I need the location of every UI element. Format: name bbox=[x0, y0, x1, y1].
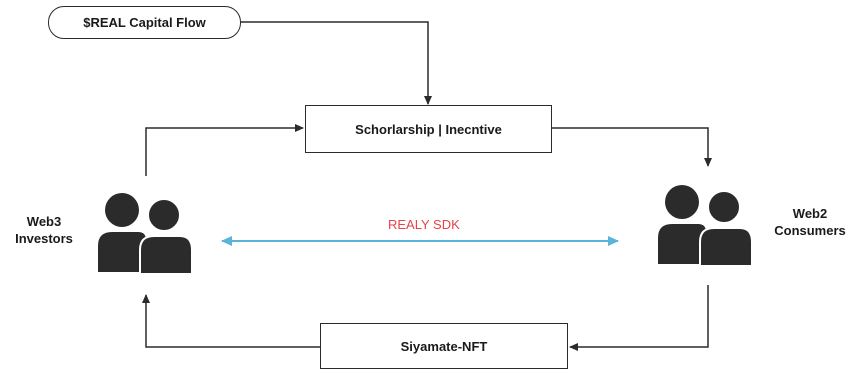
user-head-back bbox=[665, 185, 699, 219]
sdk-label: REALY SDK bbox=[388, 217, 460, 232]
users-icon bbox=[658, 185, 753, 267]
arrow-investors-to-incentive bbox=[145, 124, 304, 176]
investors-label: Web3 Investors bbox=[14, 213, 74, 247]
incentive-node: Schorlarship | Inecntive bbox=[305, 105, 552, 153]
user-body-back bbox=[658, 224, 706, 264]
incentive-label: Schorlarship | Inecntive bbox=[355, 121, 502, 137]
investors-label-line1: Web3 bbox=[26, 214, 62, 229]
investors-label-line2: Investors bbox=[15, 231, 73, 246]
capital-flow-node: $REAL Capital Flow bbox=[48, 6, 241, 39]
consumers-label-line1: Web2 bbox=[792, 206, 828, 221]
arrow-nft-to-investors bbox=[142, 294, 320, 348]
user-body-front bbox=[699, 227, 753, 267]
capital-flow-label: $REAL Capital Flow bbox=[83, 15, 206, 30]
nft-label: Siyamate-NFT bbox=[400, 338, 488, 354]
arrow-capital-to-incentive bbox=[241, 21, 432, 105]
user-head-front bbox=[147, 198, 181, 232]
nft-node: Siyamate-NFT bbox=[320, 323, 568, 369]
users-icon bbox=[98, 193, 193, 275]
user-head-back bbox=[105, 193, 139, 227]
arrow-incentive-to-consumers bbox=[552, 127, 712, 167]
consumers-label: Web2 Consumers bbox=[772, 205, 848, 239]
consumers-label-line2: Consumers bbox=[774, 223, 846, 238]
arrow-consumers-to-nft bbox=[569, 285, 709, 351]
user-body-front bbox=[139, 235, 193, 275]
user-head-front bbox=[707, 190, 741, 224]
user-body-back bbox=[98, 232, 146, 272]
